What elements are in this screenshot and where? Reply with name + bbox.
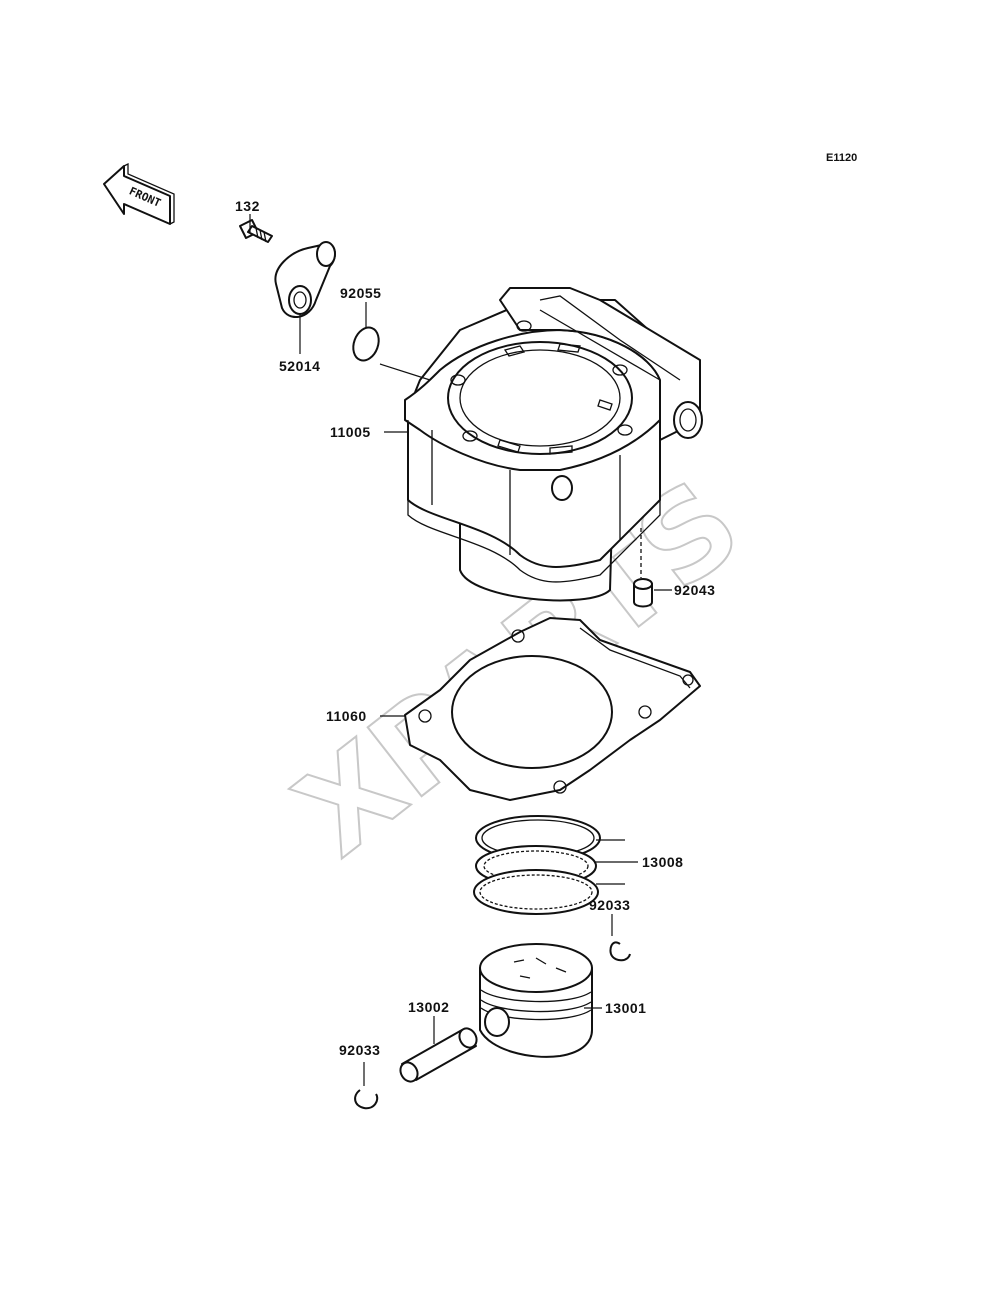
diagram-code: E1120 — [826, 152, 857, 164]
part-number-92043: 92043 — [674, 582, 715, 598]
part-number-132: 132 — [235, 198, 260, 214]
leader-lines — [249, 214, 672, 1086]
fitting-52014 — [274, 241, 336, 318]
piston-pin-13002 — [399, 1027, 478, 1083]
part-labels: 132 92055 52014 11005 92043 11060 13008 … — [235, 198, 715, 1058]
part-number-13001: 13001 — [605, 1000, 646, 1016]
part-number-11005: 11005 — [330, 424, 371, 440]
front-arrow-icon: FRONT — [103, 162, 175, 225]
part-number-13008: 13008 — [642, 854, 683, 870]
dowel-92043 — [633, 528, 653, 608]
piston-13001 — [479, 943, 593, 1058]
part-number-92055: 92055 — [340, 285, 381, 301]
part-number-92033-lower: 92033 — [339, 1042, 380, 1058]
part-number-13002: 13002 — [408, 999, 449, 1015]
circlip-92033-lower — [354, 1089, 379, 1110]
part-number-92033-upper: 92033 — [589, 897, 630, 913]
part-number-11060: 11060 — [326, 708, 367, 724]
oring-92055 — [352, 326, 380, 362]
ring-set-13008 — [473, 815, 601, 915]
bolt-132 — [239, 219, 273, 243]
circlip-92033-upper — [609, 941, 631, 962]
part-number-52014: 52014 — [279, 358, 320, 374]
cylinder-11005 — [404, 287, 703, 602]
gasket-11060 — [404, 617, 701, 801]
